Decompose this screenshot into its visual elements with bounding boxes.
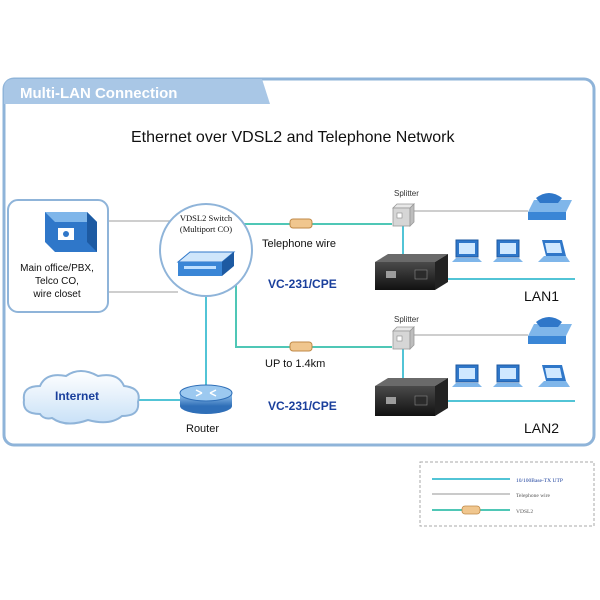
computer-lan1-b-icon — [493, 239, 523, 262]
legend-vdsl-connector — [461, 505, 481, 515]
telephone-wire-label: Telephone wire — [262, 238, 336, 250]
vdsl-switch-label-1: VDSL2 Switch — [180, 213, 233, 223]
computer-lan1-a-icon — [452, 239, 482, 262]
internet-label: Internet — [55, 389, 99, 403]
telephone-1-icon — [528, 193, 572, 220]
telephone-2-icon — [528, 317, 572, 344]
main-office-label-3: wire closet — [32, 289, 80, 300]
diagram-frame — [2, 77, 596, 447]
splitter-1-label: Splitter — [394, 189, 419, 198]
legend-telephone-label: Telephone wire — [516, 493, 551, 499]
vdsl-switch-icon — [176, 251, 236, 276]
internet-cloud-icon — [22, 370, 140, 425]
vdsl-connector-1 — [289, 218, 313, 229]
legend-ethernet-label: 10/100Base-TX UTP — [516, 478, 563, 484]
header-tab — [4, 79, 270, 104]
main-office-label-1: Main office/PBX, — [20, 263, 94, 274]
main-office-icon — [7, 199, 109, 313]
cpe-2-label: VC-231/CPE — [268, 399, 337, 413]
main-office-label-2: Telco CO, — [35, 276, 79, 287]
splitter-1-icon — [392, 203, 415, 227]
header-title: Multi-LAN Connection — [20, 85, 177, 102]
legend-vdsl-label: VDSL2 — [516, 509, 533, 515]
lan-2-label: LAN2 — [524, 420, 559, 436]
cpe-2-device-icon — [375, 378, 448, 416]
cpe-1-label: VC-231/CPE — [268, 277, 337, 291]
diagram-title: Ethernet over VDSL2 and Telephone Networ… — [131, 129, 455, 146]
cpe-1-device-icon — [375, 254, 448, 290]
vdsl-line-2 — [235, 265, 392, 348]
laptop-lan1-icon — [538, 240, 570, 262]
computer-lan2-b-icon — [493, 364, 523, 387]
router-label: Router — [186, 423, 219, 435]
splitter-2-label: Splitter — [394, 315, 419, 324]
vdsl-switch-label-2: (Multiport CO) — [180, 224, 232, 234]
laptop-lan2-icon — [538, 365, 570, 387]
vdsl-connector-2 — [289, 341, 313, 352]
router-icon — [179, 384, 233, 414]
distance-label: UP to 1.4km — [265, 358, 325, 370]
computer-lan2-a-icon — [452, 364, 482, 387]
lan-1-label: LAN1 — [524, 288, 559, 304]
splitter-2-icon — [392, 326, 415, 350]
